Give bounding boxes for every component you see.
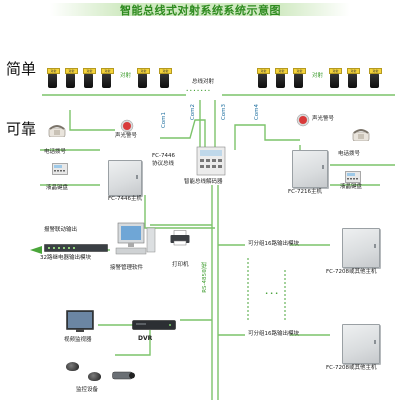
dome-camera-icon [66,362,79,371]
decoder-label: 智能总线解码器 [184,179,223,185]
zongxian-duishe-label: 总线对射 [192,79,215,85]
strobe-siren-icon [120,118,134,133]
lcd-keyboard-right-label: 液晶键盘 [340,184,363,190]
fc7216-host-cabinet [292,150,328,188]
output-module-1-label: 可分组16路输出模块 [248,241,299,247]
side-text-reliable: 可靠 [6,120,37,138]
fc7208-host-1-cabinet [342,228,380,268]
lcd-keyboard-icon [345,168,361,183]
beam-detector: 对射 [257,68,270,88]
linkage-arrow [30,246,42,254]
title-bar: 智能总线式对射系统系统示意图 [0,0,401,17]
bus-dots-top: • • • • • • • [186,88,211,93]
dome-camera-icon [88,372,101,381]
wire-cameras [115,330,151,356]
strobe-siren-icon [296,112,310,127]
duishe-label-left: 对射 [120,73,132,79]
beam-detector: 对射 [369,68,382,88]
detector-cap-label: 对射 [369,68,382,74]
beam-detector: 对射 [347,68,360,88]
beam-detector: 对射 [329,68,342,88]
detector-cap-label: 对射 [65,68,78,74]
bullet-camera-icon [112,366,136,380]
siren-right-label: 声光警号 [312,116,335,122]
siren-left-label: 声光警号 [115,133,138,139]
dots-mid: • • • [265,291,279,297]
side-text-simple: 简单 [6,60,37,78]
com1-label: Com1 [161,112,167,129]
fc7446-protocol-label-1: FC-7446 [152,153,175,159]
lcd-keyboard-left-label: 液晶键盘 [46,185,69,191]
phone-dialer-left-label: 电话拨号 [44,149,67,155]
phone-dialer-icon [48,122,66,138]
beam-detector: 对射 [83,68,96,88]
output-module-2-label: 可分组16路输出模块 [248,331,299,337]
printer-label: 打印机 [172,262,189,268]
linkage-output-label: 报警联动输出 [44,227,78,233]
alarm-software-label: 接警管理软件 [110,265,144,271]
wire-com4 [234,124,300,150]
wire-phone-left [69,110,115,131]
fc7208-host-2-label: FC-7208或其他主机 [326,365,377,371]
detector-cap-label: 对射 [329,68,342,74]
beam-detector: 对射 [65,68,78,88]
detector-cap-label: 对射 [257,68,270,74]
fc7446-host-cabinet [108,160,142,196]
wire-com1 [160,119,206,150]
bus-decoder-device [196,146,226,176]
detector-cap-label: 对射 [83,68,96,74]
fc7446-host-label: FC-7446主机 [108,196,142,202]
detector-cap-label: 对射 [47,68,60,74]
beam-detector: 对射 [47,68,60,88]
dvr-label: DVR [138,335,153,342]
fc7216-host-label: FC-7216主机 [288,189,322,195]
fc7208-host-2-cabinet [342,324,380,364]
detector-cap-label: 对射 [293,68,306,74]
cameras-label: 监控设备 [76,387,99,393]
fc7208-host-1-label: FC-7208或其他主机 [326,269,377,275]
beam-detector: 对射 [137,68,150,88]
rs485-bus-label: RS-485总线 [202,262,208,293]
beam-detector: 对射 [101,68,114,88]
page-title: 智能总线式对射系统系统示意图 [120,4,281,17]
lcd-keyboard-icon [52,160,68,175]
beam-detector: 对射 [293,68,306,88]
duishe-label-right: 对射 [312,73,324,79]
printer-icon [170,230,190,246]
com4-label: Com4 [254,104,260,121]
beam-detector: 对射 [159,68,172,88]
detector-cap-label: 对射 [347,68,360,74]
wire-host-to-bus [144,195,215,229]
video-monitor-label: 视频监视器 [64,337,92,343]
title-band [50,3,350,16]
com3-label: Com3 [221,104,227,121]
alarm-workstation-icon [112,222,156,256]
relay-module-label: 32路继电器输出模块 [40,255,91,261]
detector-cap-label: 对射 [101,68,114,74]
com2-label: Com2 [190,104,196,121]
detector-cap-label: 对射 [159,68,172,74]
phone-dialer-icon [352,126,370,142]
phone-dialer-right-label: 电话拨号 [338,151,361,157]
beam-detector: 对射 [275,68,288,88]
detector-cap-label: 对射 [137,68,150,74]
relay-module-device [44,237,108,252]
dvr-device [132,315,176,330]
fc7446-protocol-label-2: 协议总线 [152,161,175,167]
video-monitor-icon [66,310,94,332]
detector-cap-label: 对射 [275,68,288,74]
